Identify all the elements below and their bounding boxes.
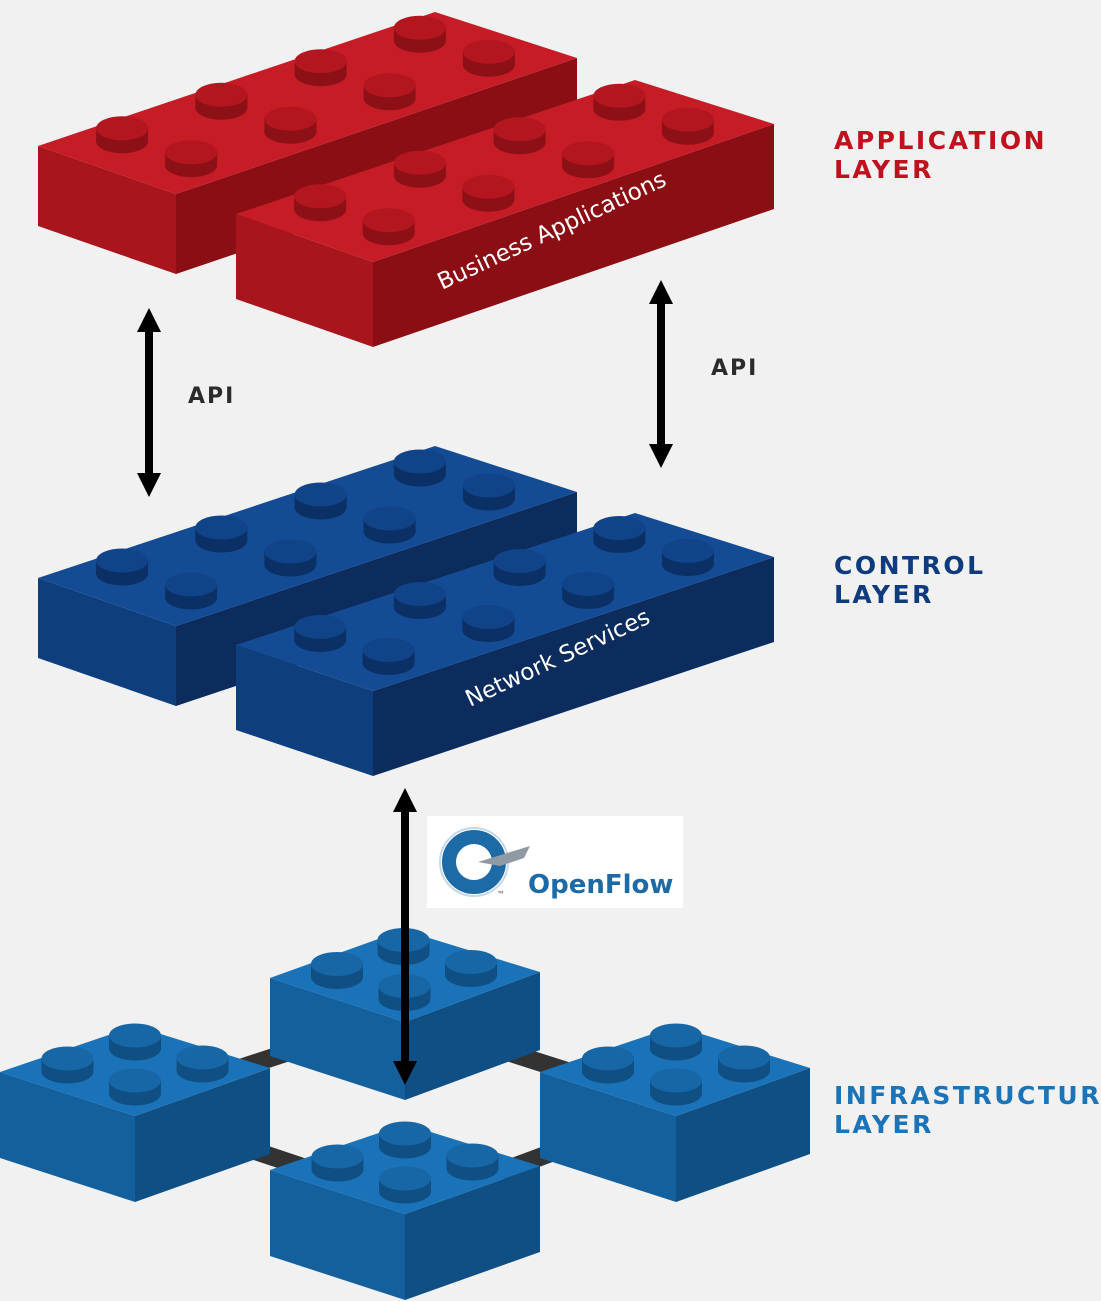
infra-brick-top-right-face: [405, 972, 540, 1100]
control-brick-front-stud: [661, 539, 714, 576]
infra-brick-bottom: [270, 1121, 540, 1300]
control-brick-front-stud: [393, 582, 446, 619]
app-brick-front-stud: [593, 83, 646, 121]
infra-brick-left: [0, 1023, 270, 1202]
app-brick-back-stud: [264, 106, 317, 144]
infra-brick-top-stud: [311, 952, 363, 989]
openflow-text: OpenFlow: [528, 870, 673, 900]
infra-brick-right-stud: [718, 1045, 770, 1083]
app-brick-back-stud: [195, 82, 248, 120]
infra-brick-bottom-left-face: [270, 1170, 405, 1300]
api-label-left: API: [188, 384, 236, 409]
infrastructure-layer-line2: LAYER: [834, 1110, 934, 1139]
app-brick-front-stud: [362, 208, 415, 246]
application-layer-line1: APPLICATION: [834, 126, 1048, 155]
infra-brick-left-left-face: [0, 1072, 135, 1202]
infra-brick-right-right-face: [676, 1068, 810, 1202]
infra-brick-top-left-face: [270, 978, 405, 1100]
app-brick-front-stud: [493, 117, 546, 155]
api-label-right: API: [711, 356, 759, 381]
app-brick-front-stud: [661, 107, 714, 145]
openflow-swirl-icon: [439, 827, 530, 897]
control-brick-back-stud: [195, 515, 248, 553]
app-brick-front: [236, 80, 774, 347]
app-brick-back-stud: [96, 116, 149, 154]
app-brick-front-stud: [294, 184, 347, 222]
application-layer-line2: LAYER: [834, 155, 934, 184]
app-brick-back-stud: [294, 49, 347, 87]
control-layer-label: CONTROL LAYER: [834, 551, 986, 609]
infra-brick-right-left-face: [540, 1072, 676, 1202]
control-brick-back-stud: [165, 572, 218, 610]
infra-brick-bottom-right-face: [405, 1166, 540, 1300]
app-brick-front-stud: [562, 141, 615, 179]
control-brick-front: [236, 513, 774, 776]
app-brick-front-stud: [462, 174, 515, 212]
app-brick-back-stud: [393, 15, 446, 53]
control-layer-line1: CONTROL: [834, 551, 986, 580]
control-brick-back-stud: [264, 539, 317, 577]
infra-brick-right: [540, 1023, 810, 1202]
infra-brick-left-stud: [176, 1045, 229, 1083]
control-brick-front-right-face: [373, 557, 774, 776]
infra-brick-right-stud: [582, 1046, 634, 1084]
control-brick-back-stud: [294, 482, 347, 520]
infra-brick-bottom-stud: [379, 1166, 431, 1204]
control-brick-front-left-face: [236, 645, 373, 776]
openflow-logo: OpenFlow ™: [427, 816, 683, 908]
app-brick-front-right-face: [373, 124, 774, 347]
control-brick-front-stud: [362, 638, 415, 675]
control-brick-back-left-face: [38, 578, 176, 706]
infrastructure-layer-line1: INFRASTRUCTURE: [834, 1081, 1101, 1110]
infrastructure-layer-label: INFRASTRUCTURE LAYER: [834, 1081, 1101, 1139]
control-brick-back-stud: [462, 473, 515, 511]
infra-brick-top-stud: [445, 950, 497, 987]
infra-brick-left-stud: [41, 1046, 94, 1084]
infra-brick-left-stud: [109, 1068, 161, 1106]
control-brick-back-stud: [393, 449, 446, 487]
application-layer-label: APPLICATION LAYER: [834, 126, 1047, 184]
control-brick-front-stud: [493, 549, 546, 586]
control-layer-line2: LAYER: [834, 580, 934, 609]
app-brick-back-stud: [363, 73, 416, 111]
openflow-trademark: ™: [497, 890, 505, 899]
lego-bricks: [0, 12, 810, 1300]
infra-brick-bottom-stud: [311, 1144, 364, 1182]
infra-brick-bottom-stud: [379, 1121, 431, 1159]
app-brick-back-stud: [462, 39, 515, 77]
app-brick-back-left-face: [38, 146, 176, 274]
infra-brick-right-stud: [650, 1023, 702, 1061]
app-brick-front-left-face: [236, 214, 373, 347]
control-brick-front-stud: [294, 615, 347, 652]
infra-brick-bottom-stud: [446, 1143, 499, 1181]
control-brick-back-stud: [363, 506, 416, 544]
infra-brick-left-right-face: [135, 1068, 270, 1202]
control-brick-front-stud: [562, 572, 615, 609]
control-brick-back-stud: [96, 548, 149, 586]
control-brick-front-stud: [593, 516, 646, 553]
infra-brick-left-stud: [109, 1023, 161, 1061]
app-brick-front-stud: [393, 150, 446, 188]
infra-brick-right-stud: [650, 1068, 702, 1106]
app-brick-back-stud: [165, 140, 218, 178]
control-brick-front-stud: [462, 605, 515, 642]
